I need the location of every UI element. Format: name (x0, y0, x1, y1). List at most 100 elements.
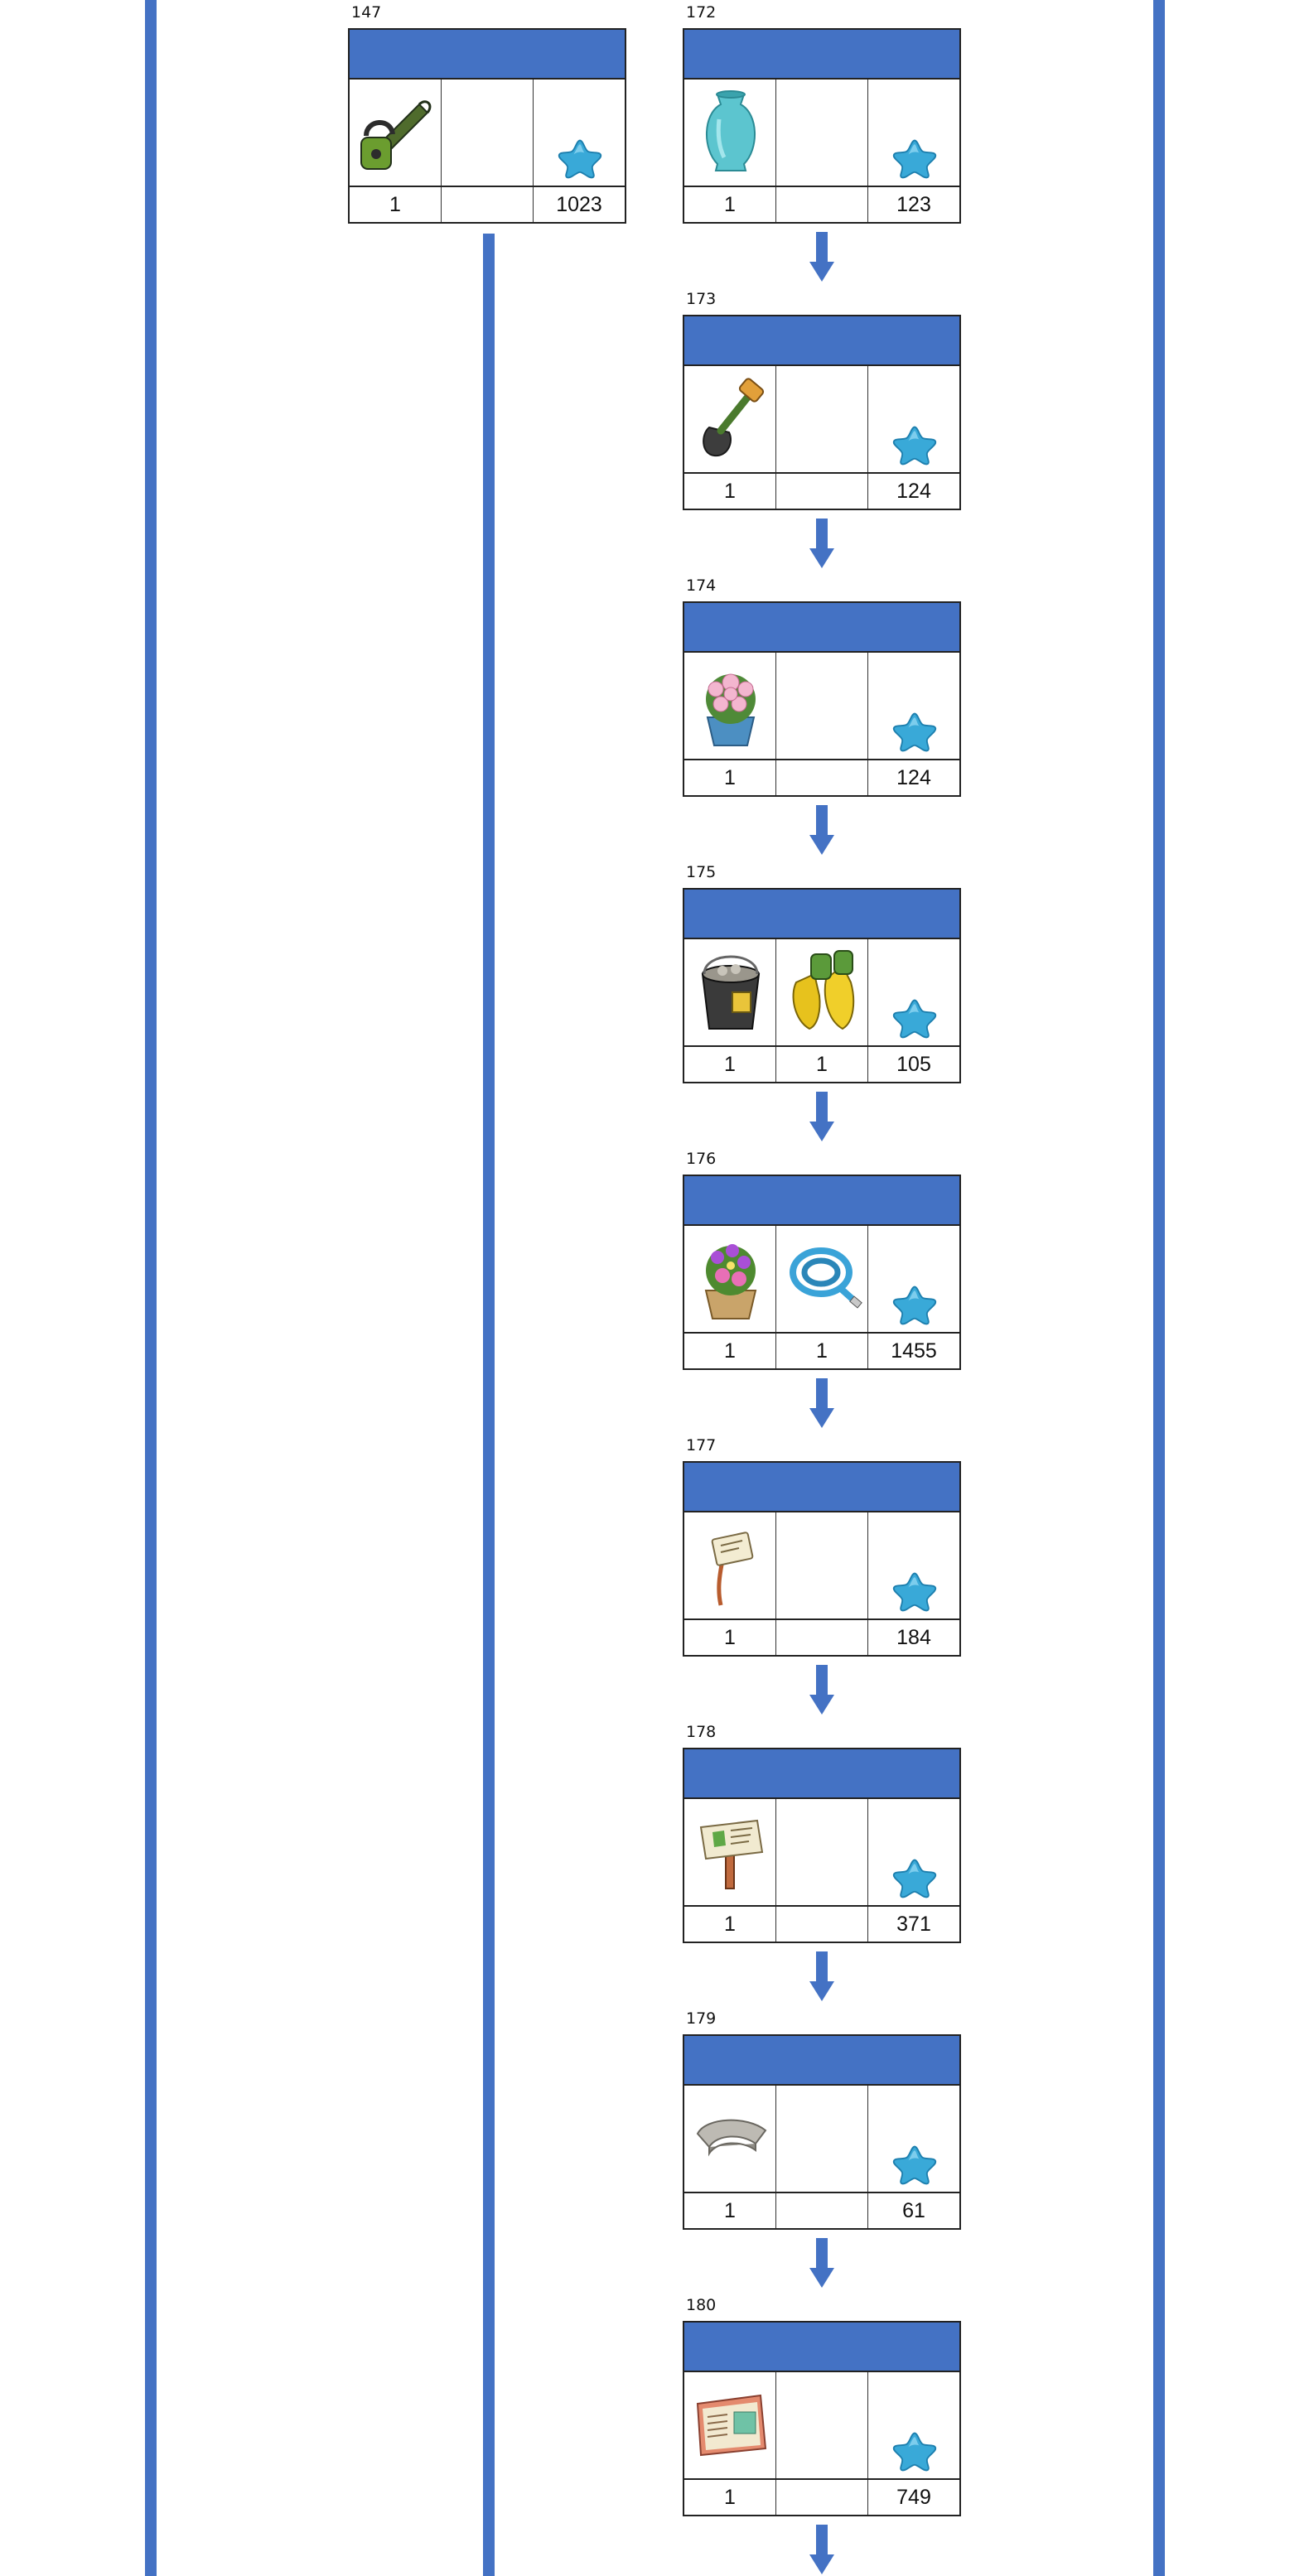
chainsaw-icon (355, 86, 437, 177)
reward-value: 371 (867, 1907, 959, 1942)
quest-items-row (684, 1226, 959, 1334)
quest-number: 172 (686, 3, 717, 22)
quest-header-bar (684, 890, 959, 939)
reward-value: 61 (867, 2193, 959, 2228)
item-quantity: 1 (724, 1625, 736, 1649)
down-arrow-icon (809, 1665, 834, 1715)
reward-icon-cell (867, 939, 959, 1045)
quest-table: 1 61 (683, 2034, 961, 2230)
item-icon-cell (775, 1799, 867, 1905)
item-icon-cell (775, 366, 867, 472)
item-quantity (775, 2480, 867, 2515)
item-icon-cell (775, 1226, 867, 1332)
item-quantity: 1 (775, 1047, 867, 1082)
quest-header-bar (684, 603, 959, 653)
left-column-connector-line (483, 234, 495, 2576)
blue-star-icon (557, 137, 603, 179)
item-quantity (775, 474, 867, 509)
reward-icon-cell (867, 80, 959, 186)
item-quantity: 1 (724, 479, 736, 503)
quest-header-bar (684, 316, 959, 366)
quest-number: 173 (686, 290, 717, 308)
blue-star-icon (891, 711, 938, 752)
bucket-icon (689, 946, 772, 1037)
blue-star-icon (891, 137, 938, 179)
item-quantity: 1 (724, 2198, 736, 2222)
quest-number: 180 (686, 2296, 717, 2314)
reward-icon-cell (867, 2372, 959, 2478)
item-icon-cell (684, 939, 775, 1045)
reward-value: 184 (867, 1620, 959, 1655)
reward-icon-cell (533, 80, 625, 186)
quest-quantities-row: 1 61 (684, 2193, 959, 2228)
item-icon-cell (684, 366, 775, 472)
small-sign-icon (689, 1519, 772, 1610)
reward-icon-cell (867, 1799, 959, 1905)
quest-items-row (684, 2086, 959, 2193)
item-quantity: 1 (775, 1334, 867, 1368)
quest-header-bar (684, 2036, 959, 2086)
down-arrow-icon (809, 2525, 834, 2574)
down-arrow-icon (809, 805, 834, 855)
right-border-line (1153, 0, 1165, 2576)
quest-header-bar (350, 30, 625, 80)
shovel-icon (689, 373, 772, 464)
blue-star-icon (891, 2430, 938, 2472)
quest-card: 179 1 61 (683, 2009, 961, 2230)
reward-icon-cell (867, 2086, 959, 2192)
item-quantity (775, 187, 867, 222)
item-quantity (775, 2193, 867, 2228)
item-icon-cell (684, 2372, 775, 2478)
reward-icon-cell (867, 1512, 959, 1618)
reward-icon-cell (867, 366, 959, 472)
item-icon-cell (775, 2086, 867, 2192)
reward-icon-cell (867, 653, 959, 759)
item-quantity: 1 (389, 192, 401, 216)
item-icon-cell (684, 1226, 775, 1332)
flower-pot-icon (689, 659, 772, 750)
blue-star-icon (891, 424, 938, 466)
reward-icon-cell (867, 1226, 959, 1332)
blue-star-icon (891, 1857, 938, 1898)
item-icon-cell (684, 1512, 775, 1618)
left-border-line (145, 0, 157, 2576)
item-icon-cell (684, 2086, 775, 2192)
item-icon-cell (350, 80, 441, 186)
blue-star-icon (891, 2144, 938, 2185)
item-quantity: 1 (724, 2485, 736, 2509)
item-icon-cell (775, 2372, 867, 2478)
item-icon-cell (775, 1512, 867, 1618)
item-icon-cell (775, 653, 867, 759)
quest-items-row (350, 80, 625, 187)
quest-header-bar (684, 30, 959, 80)
item-quantity (441, 187, 533, 222)
item-quantity (775, 1907, 867, 1942)
quest-table: 1 184 (683, 1461, 961, 1657)
quest-items-row (684, 1799, 959, 1907)
quest-number: 179 (686, 2009, 717, 2028)
quest-items-row (684, 939, 959, 1047)
reward-value: 1455 (867, 1334, 959, 1368)
gloves-icon (781, 946, 864, 1037)
item-quantity (775, 1620, 867, 1655)
vase-icon (689, 86, 772, 177)
quest-header-bar (684, 1176, 959, 1226)
flower-basket-icon (689, 1233, 772, 1324)
quest-header-bar (684, 2323, 959, 2372)
item-quantity: 1 (724, 1052, 736, 1076)
blue-star-icon (891, 1284, 938, 1325)
item-quantity: 1 (724, 765, 736, 789)
